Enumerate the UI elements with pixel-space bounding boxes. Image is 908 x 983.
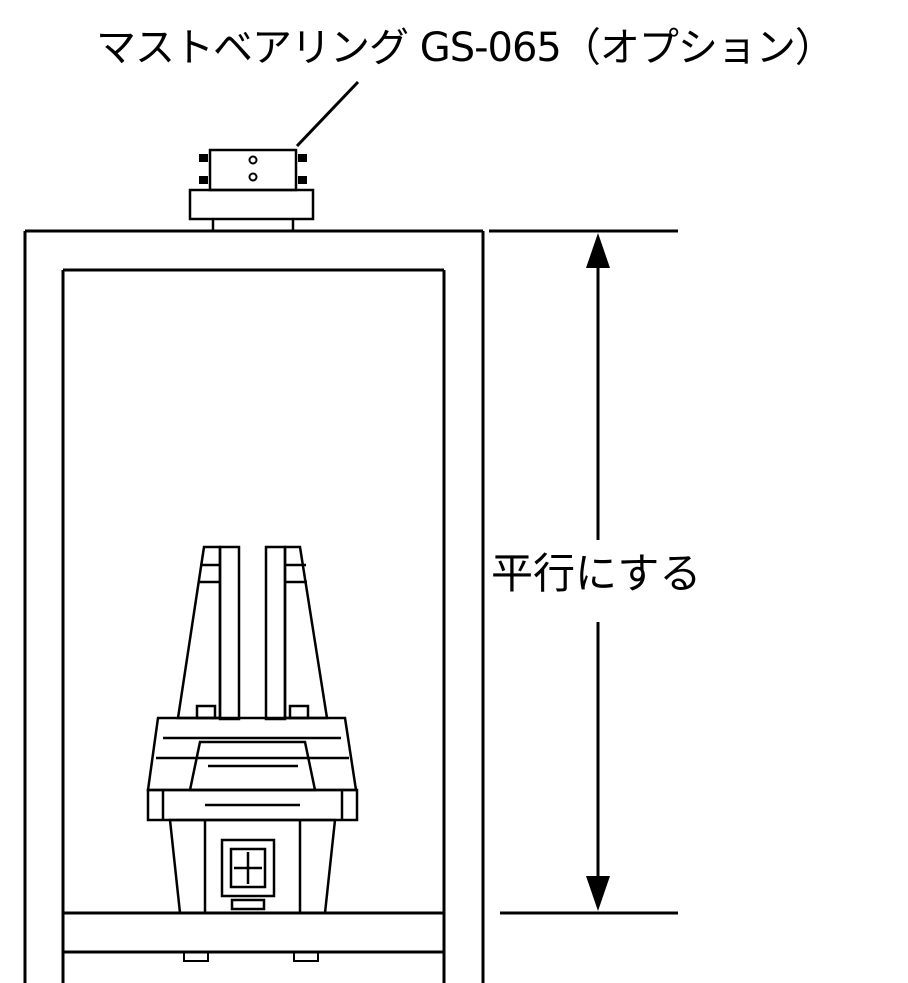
mast-bearing <box>188 148 315 231</box>
rotator <box>146 545 359 915</box>
mast-bearing-label: マストベアリング GS-065（オプション） <box>96 25 835 71</box>
arrow-up-icon <box>586 233 610 268</box>
tower-frame <box>23 229 485 983</box>
arrow-down-icon <box>586 876 610 911</box>
mast-bearing-leader-line <box>295 80 360 148</box>
parallel-dimension <box>489 229 678 915</box>
parallel-label: 平行にする <box>489 549 704 599</box>
